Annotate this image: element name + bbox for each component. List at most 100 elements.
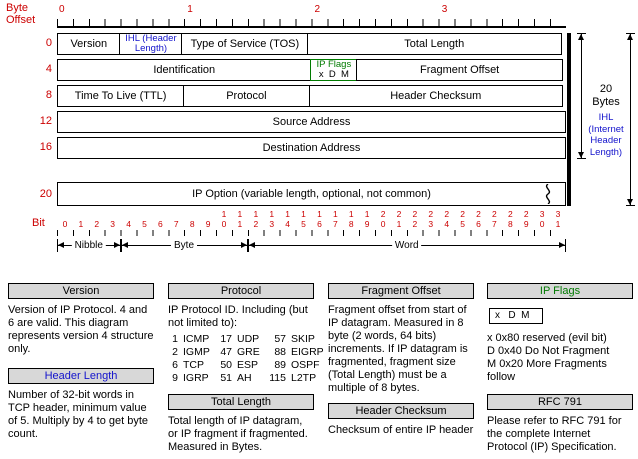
arrow-down-icon	[578, 152, 584, 158]
nibble-arrow: Nibble	[57, 239, 121, 252]
arrow-up-icon	[627, 34, 633, 40]
bit-number-2: 2	[94, 219, 100, 229]
field-ip-flags: IP Flags x D M	[310, 59, 358, 81]
field-protocol: Protocol	[182, 85, 310, 107]
ruler-number-1: 1	[187, 4, 193, 15]
protocol-name: EIGRP	[291, 346, 324, 358]
field-version: Version	[57, 33, 121, 55]
protocol-number: 9	[172, 372, 178, 384]
note-column-4: IP Flags x D M x 0x80 reserved (evil bit…	[487, 283, 633, 454]
arrow-right-icon	[559, 242, 565, 248]
note-body-header-length: Number of 32-bit words in TCP header, mi…	[8, 389, 149, 440]
bit-axis-label: Bit	[32, 217, 45, 229]
bytes-20-label: 20 Bytes	[592, 83, 620, 108]
byte-arrow: Byte	[120, 239, 248, 252]
bit-number-0: 0	[62, 219, 68, 229]
field-fragment-offset: Fragment Offset	[356, 59, 563, 81]
byte-offset-0: 0	[45, 37, 52, 49]
byte-offset-12: 12	[39, 115, 52, 127]
field-ihl: IHL (Header Length)	[119, 33, 183, 55]
bit-number-9: 9	[205, 219, 211, 229]
note-body-total-length: Total length of IP datagram, or IP fragm…	[168, 415, 308, 453]
protocol-number: 2	[172, 346, 178, 358]
protocol-number: 6	[172, 359, 178, 371]
field-ip-option-label: IP Option (variable length, optional, no…	[192, 187, 431, 200]
byte-offset-8: 8	[45, 89, 52, 101]
field-identification-label: Identification	[153, 63, 216, 76]
protocol-number: 51	[220, 372, 232, 384]
ip-header-row-8: Time To Live (TTL) Protocol Header Check…	[57, 85, 566, 107]
protocol-name: TCP	[183, 359, 204, 371]
arrow-up-icon	[578, 34, 584, 40]
note-column-3: Fragment Offset Fragment offset from sta…	[328, 283, 474, 437]
note-title-fragment-offset: Fragment Offset	[328, 283, 474, 299]
bit-number-1: 1	[78, 219, 84, 229]
note-title-header-length: Header Length	[8, 368, 154, 384]
field-tos: Type of Service (TOS)	[181, 33, 309, 55]
field-ttl: Time To Live (TTL)	[57, 85, 185, 107]
byte-offset-4: 4	[45, 63, 52, 75]
bit-number-6: 6	[158, 219, 163, 229]
arrow-left-icon	[248, 242, 255, 248]
byte-offset-axis-label: Byte Offset	[6, 2, 36, 26]
ruler-number-0: 0	[59, 4, 65, 15]
byte-label: Byte	[170, 239, 198, 252]
arrow-left-icon	[121, 242, 128, 248]
protocol-number: 115	[269, 372, 286, 384]
protocol-number: 17	[220, 333, 232, 345]
table-right-bar	[567, 33, 571, 206]
protocol-name: OSPF	[291, 359, 320, 371]
field-ip-flags-bits: x D M	[318, 69, 349, 80]
protocol-name: AH	[237, 372, 252, 384]
ip-header-row-4: Identification IP Flags x D M Fragment O…	[57, 59, 566, 81]
note-body-ip-flags: x 0x80 reserved (evil bit) D 0x40 Do Not…	[487, 332, 610, 383]
field-destination-address: Destination Address	[57, 137, 566, 159]
arrow-left-icon	[58, 242, 64, 248]
protocol-name: SKIP	[291, 333, 315, 345]
word-label: Word	[391, 239, 422, 252]
bit-number-5: 5	[142, 219, 147, 229]
protocol-name: IGRP	[183, 372, 209, 384]
field-ip-option: IP Option (variable length, optional, no…	[57, 182, 566, 206]
bit-ruler-ticks	[57, 230, 566, 236]
note-body-rfc-791: Please refer to RFC 791 for the complete…	[487, 415, 622, 453]
field-fragment-offset-label: Fragment Offset	[419, 63, 500, 76]
ip-header-row-0: Version IHL (Header Length) Type of Serv…	[57, 33, 566, 55]
protocol-number: 50	[220, 359, 232, 371]
note-title-rfc-791: RFC 791	[487, 394, 633, 410]
arrow-down-icon	[627, 199, 633, 205]
byte-offset-20: 20	[39, 188, 52, 200]
protocol-name: L2TP	[291, 372, 317, 384]
note-title-protocol: Protocol	[168, 283, 314, 299]
arrow-line	[630, 34, 631, 205]
ruler-number-2: 2	[314, 4, 321, 15]
arrow-right-icon	[113, 242, 120, 248]
protocol-name: ESP	[237, 359, 259, 371]
note-title-header-checksum: Header Checksum	[328, 403, 474, 419]
arrow-line	[581, 34, 582, 158]
note-column-2: Protocol IP Protocol ID. Including (but …	[168, 283, 324, 454]
note-title-version: Version	[8, 283, 154, 299]
arrow-right-icon	[240, 242, 247, 248]
ihl-arrow	[626, 33, 635, 206]
bytes-20-arrow	[577, 33, 586, 159]
note-body-protocol-intro: IP Protocol ID. Including (but not limit…	[168, 304, 308, 329]
field-source-address-label: Source Address	[272, 115, 351, 128]
ihl-annotation-label: IHL (Internet Header Length)	[588, 112, 624, 158]
field-header-checksum: Header Checksum	[308, 85, 563, 107]
